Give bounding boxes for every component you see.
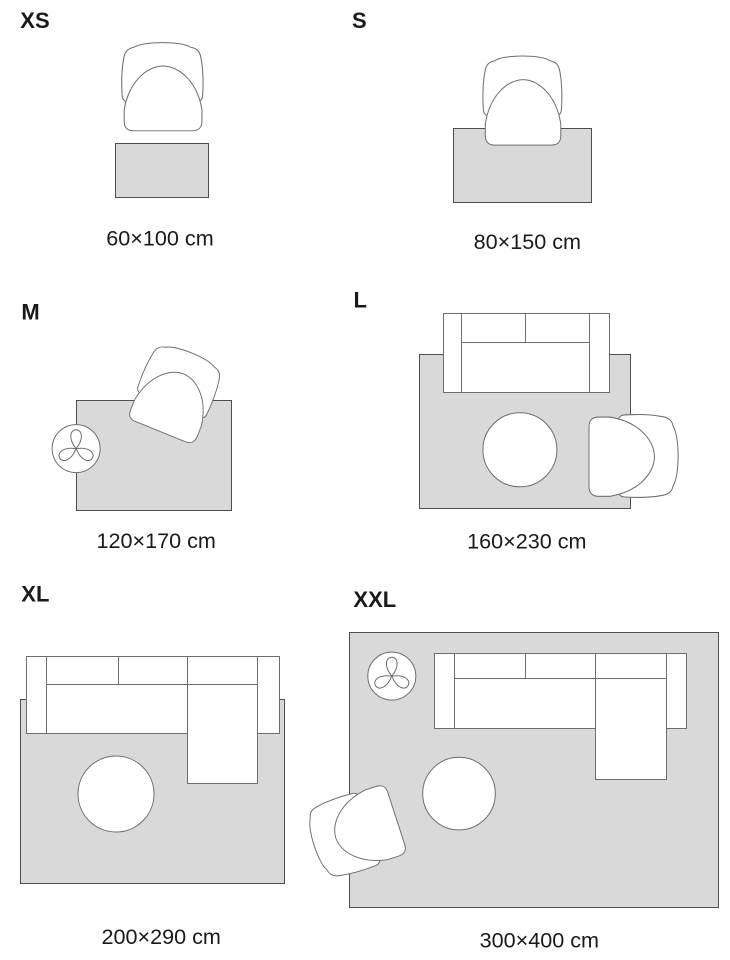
- svg-text:200×290 cm: 200×290 cm: [101, 924, 220, 949]
- svg-text:M: M: [21, 300, 39, 325]
- svg-text:80×150 cm: 80×150 cm: [474, 229, 581, 254]
- svg-text:60×100 cm: 60×100 cm: [106, 225, 213, 250]
- svg-text:L: L: [354, 288, 367, 313]
- svg-text:S: S: [352, 8, 367, 33]
- svg-text:300×400 cm: 300×400 cm: [480, 928, 599, 953]
- svg-text:160×230 cm: 160×230 cm: [467, 529, 586, 554]
- svg-text:XL: XL: [21, 582, 49, 607]
- svg-text:XXL: XXL: [353, 587, 396, 612]
- svg-text:120×170 cm: 120×170 cm: [96, 528, 215, 553]
- svg-text:XS: XS: [20, 8, 49, 33]
